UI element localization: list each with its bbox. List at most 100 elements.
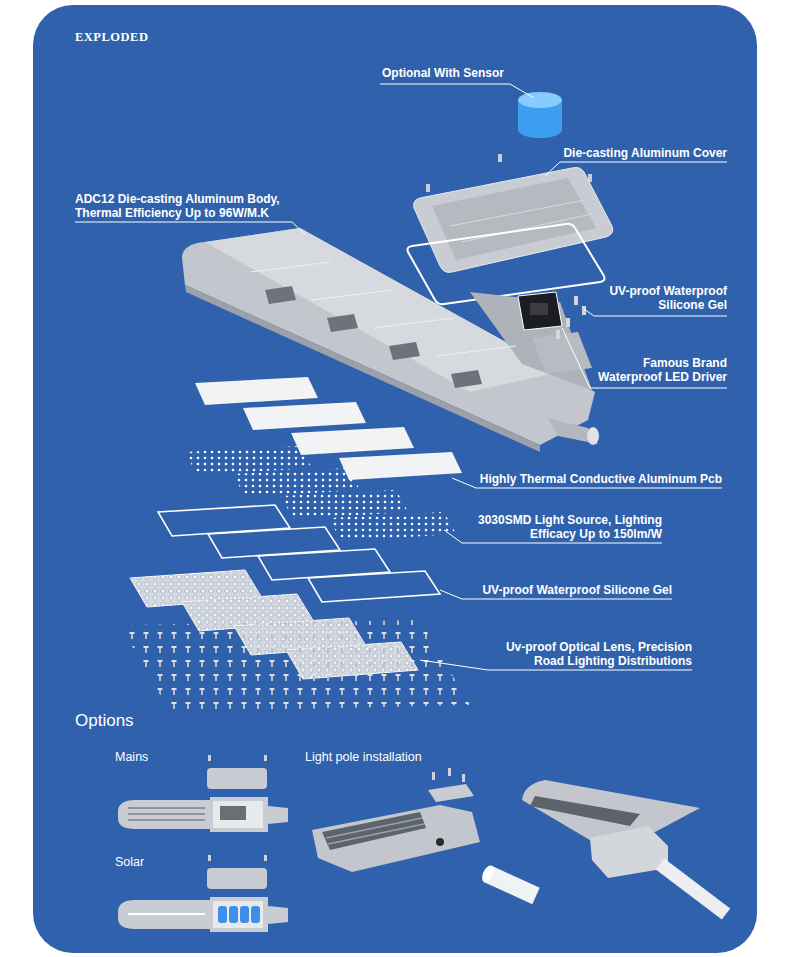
mains-option-part — [118, 797, 288, 832]
aluminum-pcb-part — [243, 402, 366, 430]
mains-option-part — [207, 768, 267, 789]
pole-install-exploded-part — [436, 838, 444, 846]
label-holder: Highly Thermal Conductive Aluminum Pcb — [480, 472, 722, 486]
label-holder: Options — [75, 711, 134, 731]
leader-lines-part — [380, 84, 534, 98]
pole-install-exploded-part — [322, 812, 426, 850]
lens-silicone-gel-part — [158, 505, 290, 536]
cover-screws-part — [498, 154, 502, 162]
gel-label: UV-proof Waterproof Silicone Gel — [482, 583, 672, 597]
aluminum-body-part — [451, 370, 482, 388]
solar-option-part — [251, 906, 260, 923]
aluminum-body-part — [389, 342, 420, 360]
solar-option-part — [229, 906, 238, 923]
leader-lines-part — [75, 222, 305, 234]
aluminum-body-part — [265, 286, 296, 304]
lens-silicone-gel-part — [308, 571, 440, 602]
label-holder: UV-proof Waterproof Silicone Gel — [482, 583, 672, 597]
label-holder: Mains — [115, 750, 148, 764]
aluminum-body-part — [185, 285, 540, 452]
lens-label: Uv-proof Optical Lens, Precision Road Li… — [492, 640, 692, 668]
leader-lines-part — [545, 162, 727, 176]
mains-option-part — [128, 819, 205, 821]
aluminum-body — [182, 228, 595, 452]
pole-install-exploded-part — [462, 774, 465, 782]
aluminum-body-part — [312, 290, 392, 300]
solar-option-part — [128, 913, 205, 915]
pole-sleeve-part — [548, 418, 598, 444]
label-holder: Solar — [115, 855, 144, 869]
mains-option-part — [220, 806, 246, 820]
aluminum-body-part — [470, 292, 592, 390]
pole-install-exploded-part — [312, 805, 480, 872]
leader-lines-part — [562, 328, 727, 388]
mains-option-part — [128, 813, 205, 815]
pole-install-assembled-part — [590, 826, 668, 878]
pole-install-assembled-part — [660, 864, 726, 914]
aluminum-cover-part — [450, 200, 585, 226]
mains-option-part — [208, 755, 211, 761]
driver-screws-part — [566, 318, 570, 327]
leader-lines — [75, 84, 727, 670]
label-holder: Optional With Sensor — [382, 66, 504, 80]
driver-screws-part — [574, 296, 578, 305]
aluminum-pcb-part — [339, 452, 462, 480]
driver-screws — [556, 296, 586, 339]
label-holder: UV-proof Waterproof Silicone Gel — [587, 284, 727, 312]
label-holder: Uv-proof Optical Lens, Precision Road Li… — [492, 640, 692, 668]
section-heading: Options — [75, 711, 134, 731]
mains-option — [118, 755, 288, 832]
aluminum-cover-part — [414, 168, 613, 273]
pole-install-assembled-part — [530, 796, 640, 826]
pole-install-exploded-part — [448, 768, 451, 776]
led-driver-part — [530, 303, 548, 315]
pole-sleeve — [548, 418, 599, 445]
blue-panel — [33, 5, 757, 953]
body-label: ADC12 Die-casting Aluminum Body, Thermal… — [75, 192, 290, 220]
solar-option-part — [208, 855, 211, 861]
sensor — [518, 92, 562, 138]
aluminum-body-part — [182, 228, 595, 445]
cover-screws-part — [426, 184, 430, 192]
lens-screws — [120, 620, 470, 712]
mounting-bracket — [532, 332, 592, 374]
pole-sleeve-part — [587, 427, 599, 445]
sensor-part — [518, 92, 562, 108]
aluminum-body-part — [327, 314, 358, 332]
pcb-label: Highly Thermal Conductive Aluminum Pcb — [480, 472, 722, 486]
solar-option-part — [218, 906, 227, 923]
led-driver — [518, 292, 562, 330]
pole-install-exploded-part — [480, 864, 497, 885]
solar-option-part — [207, 868, 267, 889]
gel-label: UV-proof Waterproof Silicone Gel — [587, 284, 727, 312]
pole-install-exploded-part — [488, 874, 536, 896]
smd-led-array-part — [329, 512, 456, 541]
mains-option-part — [264, 755, 267, 761]
label-holder: Light pole installation — [305, 750, 422, 764]
aluminum-body-part — [436, 346, 516, 356]
solar-option-part — [213, 901, 263, 928]
mains-option-part — [213, 801, 263, 828]
driver-label: Famous Brand Waterproof LED Driver — [582, 356, 727, 384]
led-label: 3030SMD Light Source, Lighting Efficacy … — [467, 513, 662, 541]
label-holder: ADC12 Die-casting Aluminum Body, Thermal… — [75, 192, 290, 220]
smd-led-array-part — [233, 468, 360, 497]
pole-install-exploded-part — [428, 784, 474, 802]
pole-install-exploded — [312, 768, 536, 896]
solar-option-part — [118, 897, 288, 932]
solar-option-part — [264, 855, 267, 861]
smd-led-array-part — [185, 446, 312, 475]
aluminum-body-part — [250, 262, 330, 272]
aluminum-cover-part — [462, 214, 592, 242]
cover-label: Die-casting Aluminum Cover — [563, 146, 727, 160]
option-label: Light pole installation — [305, 750, 422, 764]
option-label: Solar — [115, 855, 144, 869]
lens-silicone-gel-part — [258, 549, 390, 580]
label-holder: Die-casting Aluminum Cover — [563, 146, 727, 160]
diagram-title: EXPLODED — [75, 30, 148, 45]
label-holder: EXPLODED — [75, 30, 148, 45]
aluminum-pcb-part — [195, 377, 318, 405]
lens-silicone-gel-part — [208, 527, 340, 558]
pole-install-exploded-part — [432, 772, 435, 780]
